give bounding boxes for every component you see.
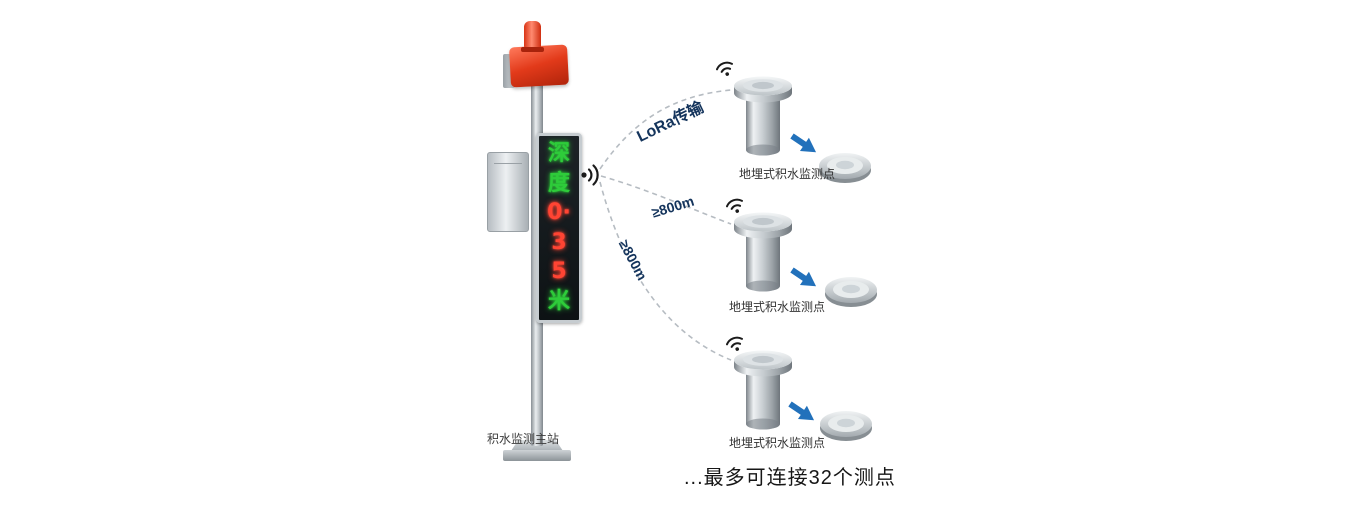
disc-sensor xyxy=(825,277,877,307)
sensor-label: 地埋式积水监测点 xyxy=(729,436,826,450)
led-display: 深 度 0· 3 5 米 xyxy=(536,133,582,323)
disc-sensor xyxy=(820,411,872,441)
wifi-icon xyxy=(715,61,734,76)
link-curve-3 xyxy=(599,181,732,361)
pole-base-plate xyxy=(503,450,571,461)
footer-note: ...最多可连接32个测点 xyxy=(684,467,896,489)
led-char: 0· xyxy=(547,200,571,226)
led-char: 米 xyxy=(547,288,570,314)
disc-sensor xyxy=(819,153,871,183)
beacon-strobe-lamp xyxy=(521,21,544,52)
flow-arrow-2 xyxy=(790,267,817,287)
wifi-icon xyxy=(725,336,744,351)
flow-arrow-3 xyxy=(788,401,815,421)
led-char: 3 xyxy=(551,229,567,255)
buried-sensor-cylinder xyxy=(734,350,792,430)
sensor-label: 地埋式积水监测点 xyxy=(729,300,826,314)
link-curve-1 xyxy=(599,89,732,170)
station-label: 积水监测主站 xyxy=(487,432,560,446)
flow-arrow-1 xyxy=(790,133,817,153)
buried-sensor-cylinder xyxy=(734,76,792,156)
led-char: 深 xyxy=(547,141,570,167)
led-char: 5 xyxy=(551,259,567,285)
sensor-label: 地埋式积水监测点 xyxy=(739,167,836,181)
junction-box xyxy=(487,152,529,232)
led-char: 度 xyxy=(547,170,570,196)
wifi-icon xyxy=(725,198,744,213)
buried-sensor-cylinder xyxy=(734,212,792,292)
link-curve-2 xyxy=(600,175,732,225)
broadcast-icon xyxy=(581,164,599,186)
